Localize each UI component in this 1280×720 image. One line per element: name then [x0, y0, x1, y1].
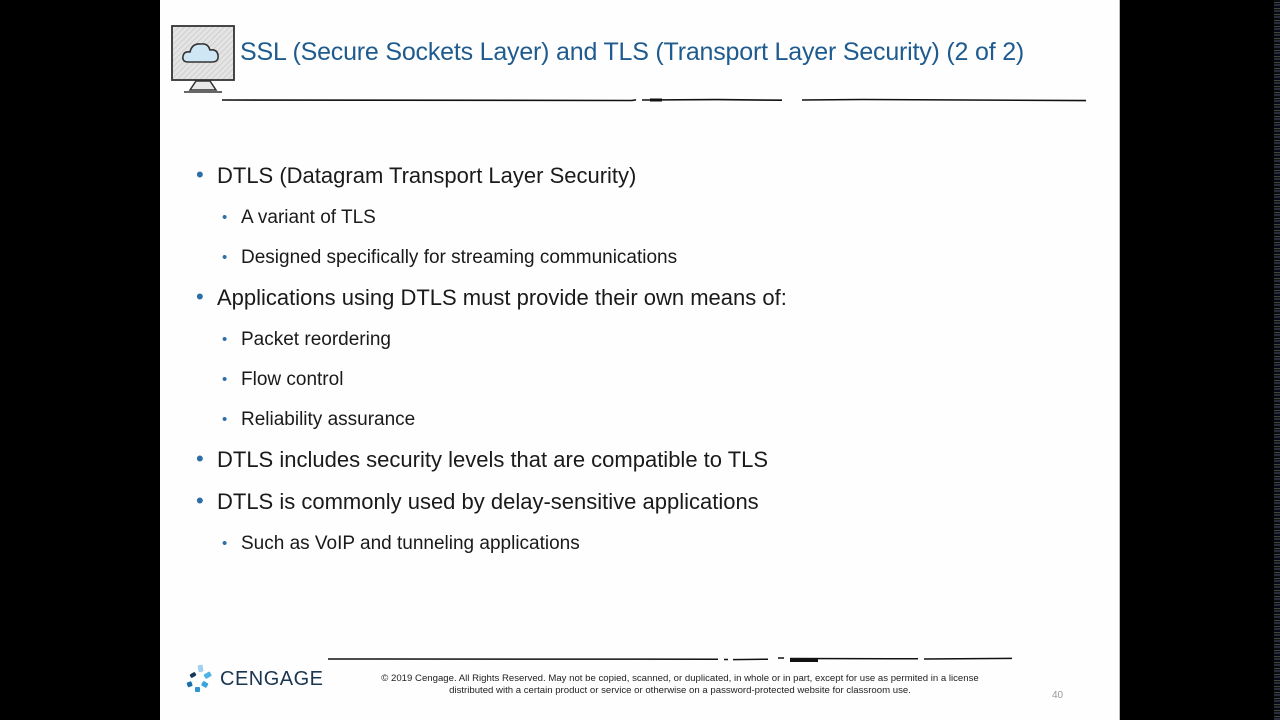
- sub-bullet-item: •Flow control: [196, 364, 1076, 404]
- bullet-icon: •: [196, 488, 204, 513]
- copyright-notice: © 2019 Cengage. All Rights Reserved. May…: [381, 673, 979, 696]
- bullet-icon: •: [222, 331, 228, 348]
- sub-bullet-item: •Designed specifically for streaming com…: [196, 242, 1076, 282]
- sub-bullet-item: •A variant of TLS: [196, 202, 1076, 242]
- bullet-list: •DTLS (Datagram Transport Layer Security…: [196, 160, 1076, 568]
- bullet-item: •DTLS (Datagram Transport Layer Security…: [196, 160, 1076, 202]
- sub-bullet-item: •Packet reordering: [196, 324, 1076, 364]
- title-divider: [222, 98, 1086, 102]
- sub-bullet-item: •Reliability assurance: [196, 404, 1076, 444]
- bullet-icon: •: [222, 535, 228, 552]
- bullet-item: •DTLS is commonly used by delay-sensitiv…: [196, 486, 1076, 528]
- bullet-item: •DTLS includes security levels that are …: [196, 444, 1076, 486]
- bullet-item: •Applications using DTLS must provide th…: [196, 282, 1076, 324]
- bullet-icon: •: [222, 411, 228, 428]
- video-edge-artifact: [1274, 0, 1280, 720]
- bullet-icon: •: [196, 446, 204, 471]
- page-number: 40: [1052, 690, 1064, 701]
- slide-border: [1119, 0, 1120, 720]
- sub-bullet-item: •Such as VoIP and tunneling applications: [196, 528, 1076, 568]
- bullet-icon: •: [196, 162, 204, 187]
- slide: SSL (Secure Sockets Layer) and TLS (Tran…: [160, 0, 1120, 720]
- bullet-icon: •: [222, 371, 228, 388]
- cloud-monitor-icon: [171, 25, 235, 93]
- brand-name: CENGAGE: [220, 668, 324, 690]
- slide-title: SSL (Secure Sockets Layer) and TLS (Tran…: [240, 38, 1025, 66]
- footer-divider: [328, 657, 1012, 662]
- bullet-icon: •: [196, 284, 204, 309]
- bullet-icon: •: [222, 209, 228, 226]
- cengage-logo-icon: [186, 664, 212, 692]
- bullet-icon: •: [222, 249, 228, 266]
